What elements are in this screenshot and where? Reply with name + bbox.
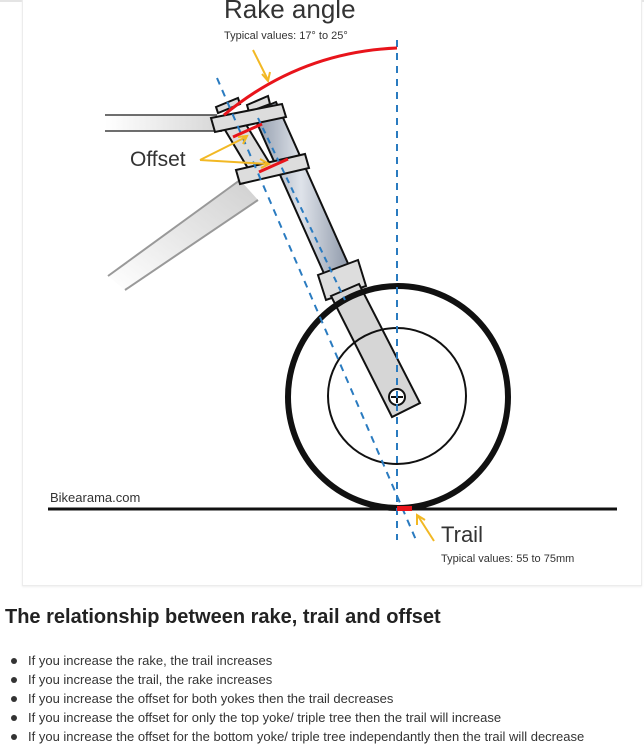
rake-angle-title: Rake angle bbox=[224, 0, 356, 24]
down-tube bbox=[107, 179, 259, 291]
list-item: If you increase the trail, the rake incr… bbox=[0, 670, 584, 689]
trail-mark bbox=[397, 506, 412, 511]
offset-label: Offset bbox=[130, 148, 186, 171]
list-item: If you increase the offset for only the … bbox=[0, 708, 584, 727]
list-item: If you increase the offset for both yoke… bbox=[0, 689, 584, 708]
trail-label: Trail bbox=[441, 522, 483, 547]
steering-axis-line bbox=[216, 77, 417, 541]
watermark: Bikearama.com bbox=[50, 490, 140, 505]
annotation-arrows bbox=[199, 49, 435, 542]
rake-typical-values: Typical values: 17° to 25° bbox=[224, 30, 348, 42]
fork-stanchion bbox=[250, 100, 352, 280]
section-heading: The relationship between rake, trail and… bbox=[5, 606, 441, 628]
rake-angle-arc bbox=[223, 46, 398, 117]
relationship-list: If you increase the rake, the trail incr… bbox=[0, 651, 584, 746]
top-offset-mark bbox=[232, 122, 263, 139]
bottom-offset-mark bbox=[258, 157, 289, 174]
list-item: If you increase the offset for the botto… bbox=[0, 727, 584, 746]
bottom-yoke bbox=[234, 152, 311, 186]
fork-axis-line bbox=[257, 117, 346, 301]
top-tube bbox=[105, 114, 222, 132]
list-item: If you increase the rake, the trail incr… bbox=[0, 651, 584, 670]
trail-typical-values: Typical values: 55 to 75mm bbox=[441, 553, 574, 565]
rake-trail-diagram: Rake angle Typical values: 17° to 25° Of… bbox=[48, 0, 617, 565]
